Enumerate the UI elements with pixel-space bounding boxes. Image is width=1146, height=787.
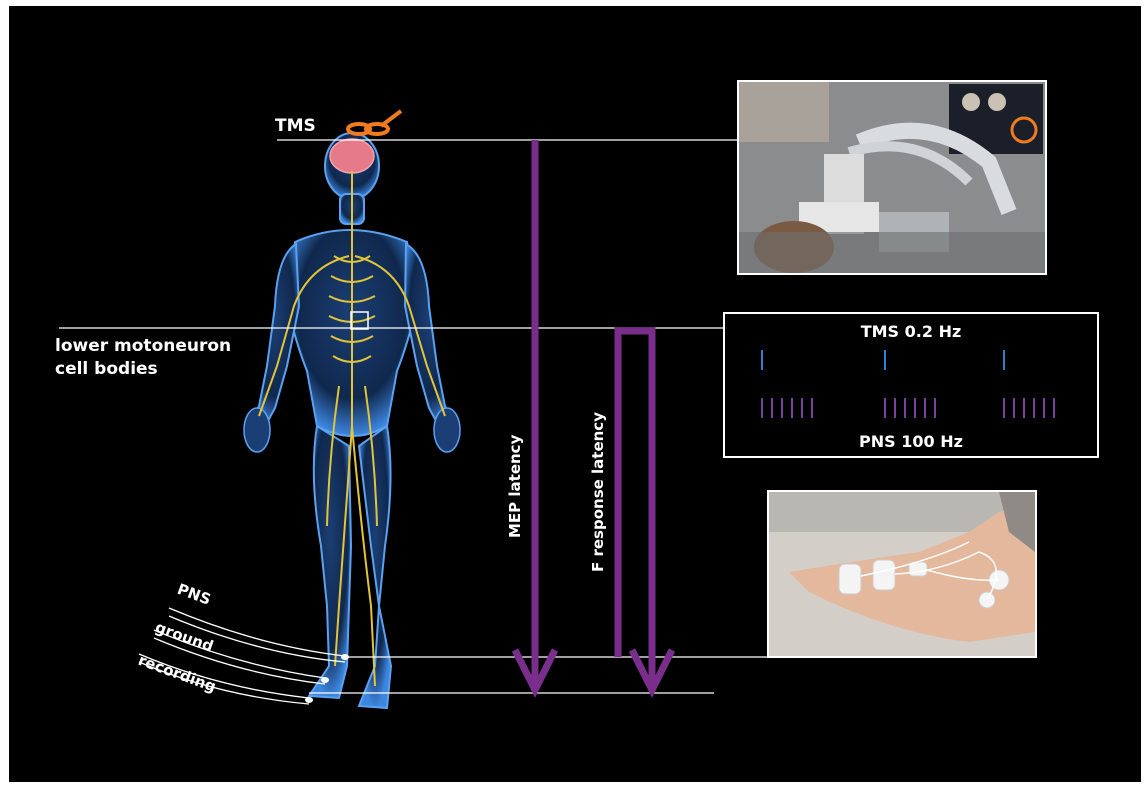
f-response-latency-arrow <box>618 331 672 690</box>
foot-electrodes-photo <box>767 490 1037 658</box>
lower-motoneuron-line2: cell bodies <box>55 358 231 381</box>
figure-canvas: TMS lower motoneuron cell bodies PNS gro… <box>9 6 1141 782</box>
reference-lines <box>59 140 769 693</box>
tms-coil-icon <box>348 111 401 134</box>
brain-shape <box>330 139 374 173</box>
lower-motoneuron-label: lower motoneuron cell bodies <box>55 335 231 381</box>
pns-frequency-label: PNS 100 Hz <box>725 432 1097 451</box>
tms-pulses <box>762 350 1004 370</box>
tms-setup-photo <box>737 80 1047 275</box>
nerve-network <box>259 171 445 686</box>
pns-pulse-trains <box>762 398 1054 418</box>
stimulation-timing-panel: TMS 0.2 Hz <box>723 312 1099 458</box>
tms-label: TMS <box>275 116 316 136</box>
lower-motoneuron-line1: lower motoneuron <box>55 335 231 358</box>
f-response-latency-label: F response latency <box>589 412 607 572</box>
human-body-figure <box>244 133 460 708</box>
mep-latency-arrow <box>515 140 555 690</box>
mep-latency-label: MEP latency <box>506 435 524 538</box>
